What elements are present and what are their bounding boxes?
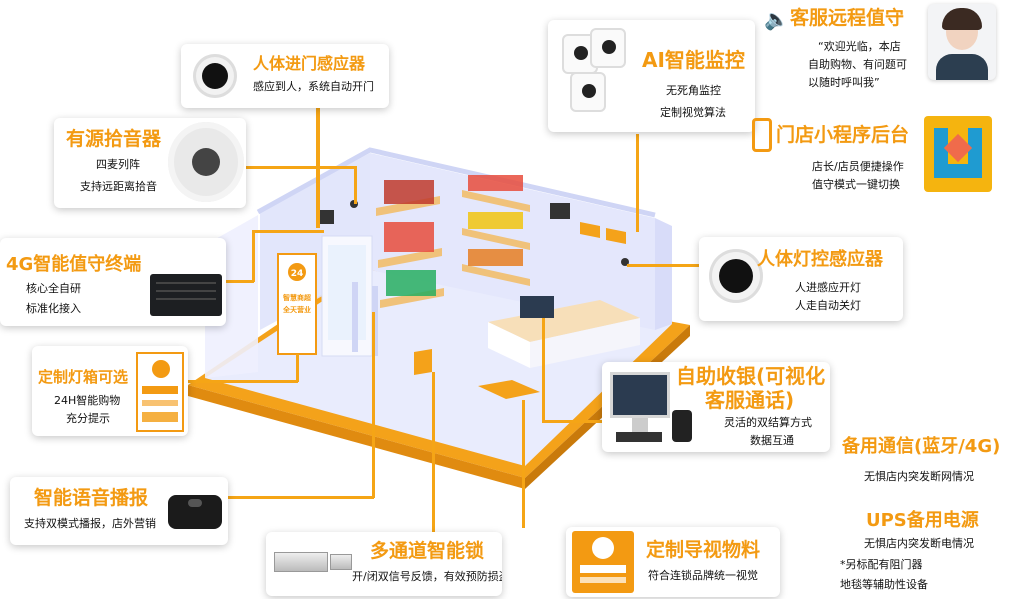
shelf-left — [376, 180, 444, 308]
connector-4g — [226, 280, 254, 283]
door-sensor-icon — [193, 54, 237, 98]
light-sensor-desc-1: 人进感应开灯 — [795, 281, 861, 294]
camera-icon — [556, 28, 634, 124]
mini-program-title: 门店小程序后台 — [776, 124, 910, 146]
card-smart-lock: 多通道智能锁 开/闭双信号反馈，有效预防损盗 — [266, 532, 502, 596]
guide-desc: 符合连锁品牌统一视觉 — [648, 569, 758, 582]
self-checkout-title-1: 自助收银(可视化 — [676, 364, 826, 388]
store-slogan-1: 智慧商超 — [283, 293, 312, 302]
card-ai-monitor: AI智能监控 无死角监控 定制视觉算法 — [548, 20, 755, 132]
light-sensor-icon — [709, 249, 763, 303]
smart-lock-desc: 开/闭双信号反馈，有效预防损盗 — [352, 570, 502, 583]
voice-title: 智能语音播报 — [34, 487, 149, 509]
card-pickup: 有源拾音器 四麦列阵 支持远距离拾音 — [54, 118, 246, 208]
terminal-title: 4G智能值守终端 — [6, 254, 142, 275]
voice-desc: 支持双模式播报，店外营销 — [24, 517, 156, 530]
card-guide: 定制导视物料 符合连锁品牌统一视觉 — [566, 527, 780, 597]
connector-lightbox-v — [296, 354, 299, 382]
voice-speaker-icon — [168, 495, 222, 529]
guide-title: 定制导视物料 — [646, 539, 761, 561]
speaker-icon: 🔈 — [764, 7, 789, 31]
remote-service-title: 客服远程值守 — [790, 7, 905, 29]
connector-4g-h — [252, 230, 324, 233]
remote-service-desc-2: 自助购物、有问题可 — [808, 58, 907, 71]
connector-ai-v — [636, 134, 639, 232]
phone-icon — [752, 118, 772, 152]
card-lightbox: 定制灯箱可选 24H智能购物 充分提示 — [32, 346, 188, 436]
store-slogan-2: 全天营业 — [282, 305, 311, 314]
door-sensor-desc: 感应到人，系统自动开门 — [253, 80, 374, 93]
lightbox-desc-2: 充分提示 — [66, 412, 110, 425]
smart-lock-icon — [274, 552, 352, 576]
lightbox-title: 定制灯箱可选 — [38, 368, 129, 386]
card-4g-terminal: 4G智能值守终端 核心全自研 标准化接入 — [0, 238, 226, 326]
door-sensor-title: 人体进门感应器 — [253, 54, 366, 73]
ups-desc-2: *另标配有阻门器 — [840, 558, 923, 571]
mini-program-desc-1: 店长/店员便捷操作 — [812, 160, 904, 173]
connector-pickup-v — [354, 166, 357, 204]
connector-lightbox — [188, 380, 298, 383]
mini-program-logo-icon — [924, 116, 992, 192]
ai-monitor-title: AI智能监控 — [642, 48, 745, 72]
ups-desc-1: 无惧店内突发断电情况 — [864, 537, 974, 550]
self-checkout-title-2: 客服通话) — [705, 388, 795, 412]
card-door-sensor: 人体进门感应器 感应到人，系统自动开门 — [181, 44, 389, 108]
store-lightbox: 24 智慧商超 全天营业 — [277, 253, 317, 355]
backup-comm-desc: 无惧店内突发断网情况 — [864, 470, 974, 483]
terminal-desc-2: 标准化接入 — [26, 302, 81, 315]
light-sensor-desc-2: 人走自动关灯 — [795, 299, 861, 312]
self-checkout-desc-1: 灵活的双结算方式 — [724, 416, 812, 429]
ai-monitor-desc-1: 无死角监控 — [666, 84, 721, 97]
connector-voice — [228, 496, 374, 499]
fridge — [321, 235, 373, 357]
agent-avatar — [928, 4, 996, 80]
mini-program-desc-2: 值守模式一键切换 — [812, 178, 900, 191]
connector-lock-v — [432, 372, 435, 532]
self-checkout-desc-2: 数据互通 — [750, 434, 794, 447]
connector-checkout-v — [542, 318, 545, 422]
light-sensor-title: 人体灯控感应器 — [757, 249, 883, 270]
terminal-device-icon — [150, 274, 222, 316]
connector-light — [627, 264, 701, 267]
connector-voice-v — [372, 312, 375, 498]
card-self-checkout — [602, 362, 830, 452]
lightbox-desc-1: 24H智能购物 — [54, 394, 121, 407]
guide-poster-icon — [572, 531, 634, 593]
card-light-sensor: 人体灯控感应器 人进感应开灯 人走自动关灯 — [699, 237, 903, 321]
ups-desc-3: 地毯等辅助性设备 — [840, 578, 928, 591]
checkout-monitor-icon — [610, 372, 670, 418]
smart-lock-title: 多通道智能锁 — [370, 540, 485, 562]
ai-monitor-desc-2: 定制视觉算法 — [660, 106, 726, 119]
keyboard-icon — [616, 432, 662, 442]
connector-guide-v — [522, 400, 525, 528]
connector-4g-v — [252, 230, 255, 282]
terminal-desc-1: 核心全自研 — [26, 282, 81, 295]
checkout-counter — [488, 296, 640, 368]
card-voice: 智能语音播报 支持双模式播报，店外营销 — [10, 477, 228, 545]
connector-checkout — [542, 420, 606, 423]
microphone-icon — [168, 122, 244, 202]
pickup-desc-1: 四麦列阵 — [96, 158, 140, 171]
remote-service-desc-1: “欢迎光临，本店 — [818, 40, 901, 53]
lightbox-poster-icon — [136, 352, 184, 432]
store-badge-24: 24 — [291, 269, 304, 279]
backup-comm-title: 备用通信(蓝牙/4G) — [842, 436, 1001, 457]
connector-pickup — [246, 166, 356, 169]
barcode-scanner-icon — [672, 410, 692, 442]
remote-service-desc-3: 以随时呼叫我” — [808, 76, 880, 89]
ups-title: UPS备用电源 — [866, 510, 979, 531]
pickup-title: 有源拾音器 — [66, 128, 162, 150]
shelf-right — [462, 175, 530, 286]
pickup-desc-2: 支持远距离拾音 — [80, 180, 157, 193]
